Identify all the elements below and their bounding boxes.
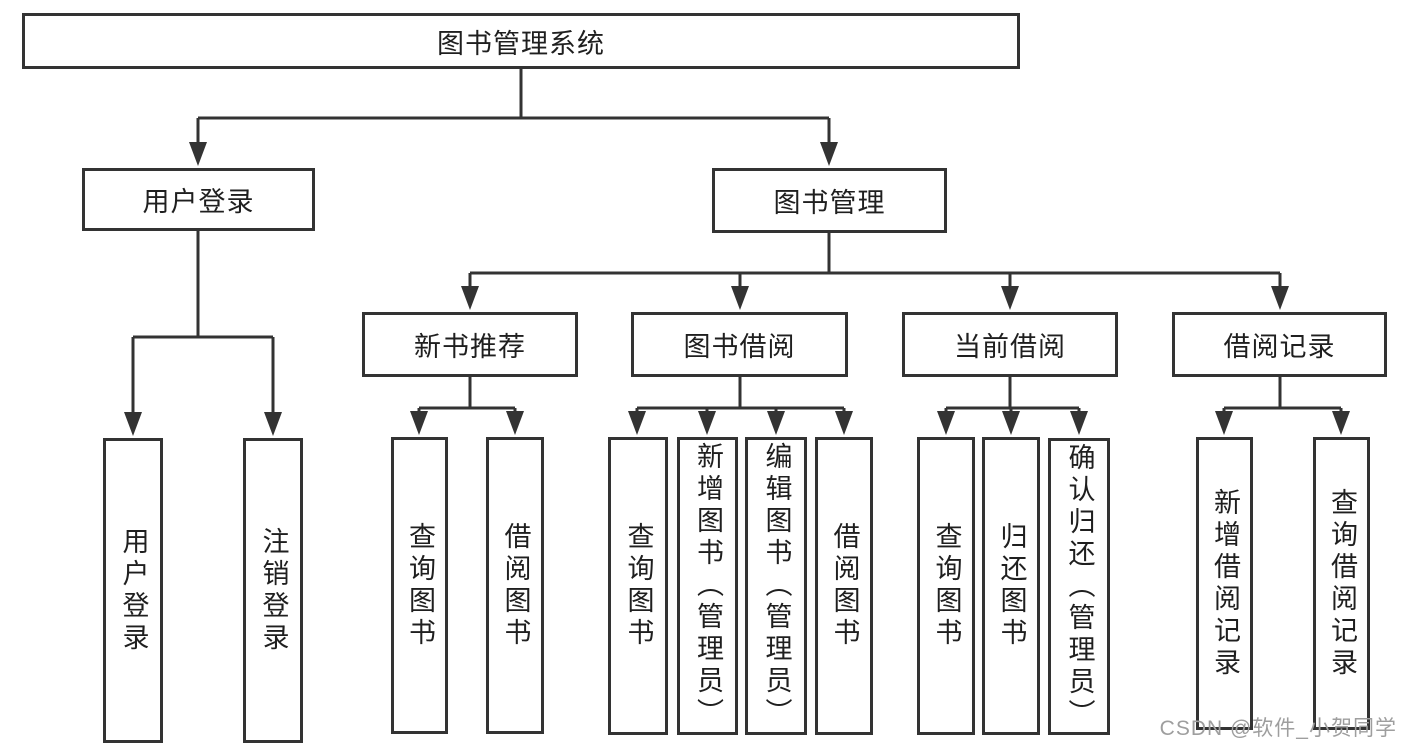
leaf-logout: 注销登录 <box>243 438 303 743</box>
leaf-add-books-admin-label: 新增图书（管理员） <box>693 442 723 730</box>
leaf-borrowing-borrow-books-label: 借阅图书 <box>829 522 860 650</box>
node-book-management-label: 图书管理 <box>773 188 886 218</box>
leaf-borrowing-query-books: 查询图书 <box>608 437 668 735</box>
node-current-borrowing: 当前借阅 <box>902 312 1118 377</box>
node-root: 图书管理系统 <box>22 13 1020 69</box>
leaf-edit-books-admin: 编辑图书（管理员） <box>745 437 807 735</box>
leaf-edit-books-admin-label: 编辑图书（管理员） <box>761 442 792 730</box>
leaf-query-borrow-record: 查询借阅记录 <box>1313 437 1370 730</box>
leaf-current-query-books-label: 查询图书 <box>931 522 962 650</box>
node-book-management: 图书管理 <box>712 168 947 233</box>
leaf-logout-label: 注销登录 <box>258 526 289 655</box>
csdn-watermark: CSDN @软件_小贺同学 <box>1159 717 1397 740</box>
leaf-current-query-books: 查询图书 <box>917 437 975 735</box>
leaf-confirm-return-admin: 确认归还（管理员） <box>1048 438 1110 735</box>
node-borrowing-records: 借阅记录 <box>1172 312 1387 377</box>
leaf-recommend-query-books-label: 查询图书 <box>405 521 435 650</box>
node-user-login-branch-label: 用户登录 <box>142 187 255 217</box>
leaf-add-borrow-record-label: 新增借阅记录 <box>1210 487 1240 680</box>
leaf-return-books-label: 归还图书 <box>996 522 1027 650</box>
node-new-book-recommendation-label: 新书推荐 <box>414 332 526 362</box>
leaf-user-login: 用户登录 <box>103 438 163 743</box>
node-book-borrowing: 图书借阅 <box>631 312 848 377</box>
node-borrowing-records-label: 借阅记录 <box>1223 332 1336 362</box>
leaf-add-borrow-record: 新增借阅记录 <box>1196 437 1253 730</box>
leaf-recommend-borrow-books: 借阅图书 <box>486 437 544 734</box>
leaf-recommend-query-books: 查询图书 <box>391 437 448 734</box>
node-new-book-recommendation: 新书推荐 <box>362 312 578 377</box>
leaf-add-books-admin: 新增图书（管理员） <box>677 437 738 735</box>
leaf-user-login-label: 用户登录 <box>118 526 149 655</box>
leaf-confirm-return-admin-label: 确认归还（管理员） <box>1064 442 1095 731</box>
leaf-borrowing-borrow-books: 借阅图书 <box>815 437 873 735</box>
leaf-borrowing-query-books-label: 查询图书 <box>623 522 654 650</box>
arrowheads <box>124 142 1350 436</box>
leaf-recommend-borrow-books-label: 借阅图书 <box>500 521 531 650</box>
node-root-label: 图书管理系统 <box>437 28 605 59</box>
node-user-login-branch: 用户登录 <box>82 168 315 231</box>
node-book-borrowing-label: 图书借阅 <box>683 332 796 362</box>
node-current-borrowing-label: 当前借阅 <box>954 332 1066 362</box>
leaf-query-borrow-record-label: 查询借阅记录 <box>1327 487 1357 680</box>
leaf-return-books: 归还图书 <box>982 437 1040 735</box>
